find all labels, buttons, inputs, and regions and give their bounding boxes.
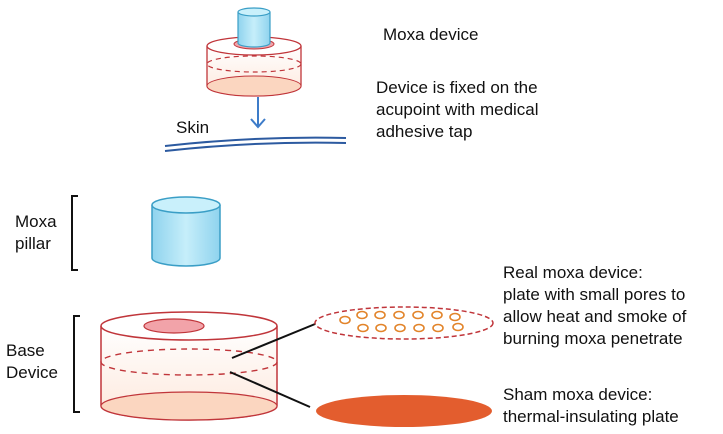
skin-label: Skin bbox=[176, 118, 210, 137]
down-arrow-icon bbox=[250, 97, 266, 129]
base-device-label: Base Device bbox=[6, 341, 58, 382]
moxa-device-label: Moxa device bbox=[383, 25, 479, 44]
assembled-moxa-device bbox=[206, 7, 302, 97]
sham-moxa-plate bbox=[316, 395, 492, 427]
real-moxa-device-caption: Real moxa device: plate with small pores… bbox=[503, 263, 687, 348]
fixation-note: Device is fixed on the acupoint with med… bbox=[376, 78, 539, 141]
sham-moxa-device-caption: Sham moxa device: thermal-insulating pla… bbox=[503, 385, 679, 426]
skin-lines bbox=[164, 136, 347, 152]
base-device bbox=[100, 311, 278, 421]
connector-line-real bbox=[231, 321, 321, 359]
connector-line-sham bbox=[229, 371, 311, 408]
moxa-pillar bbox=[151, 196, 221, 267]
base-device-bracket bbox=[73, 315, 80, 413]
moxa-pillar-bracket bbox=[71, 195, 78, 271]
moxa-pillar-label: Moxa pillar bbox=[15, 212, 57, 253]
real-moxa-plate bbox=[314, 306, 494, 340]
pores bbox=[339, 310, 464, 333]
